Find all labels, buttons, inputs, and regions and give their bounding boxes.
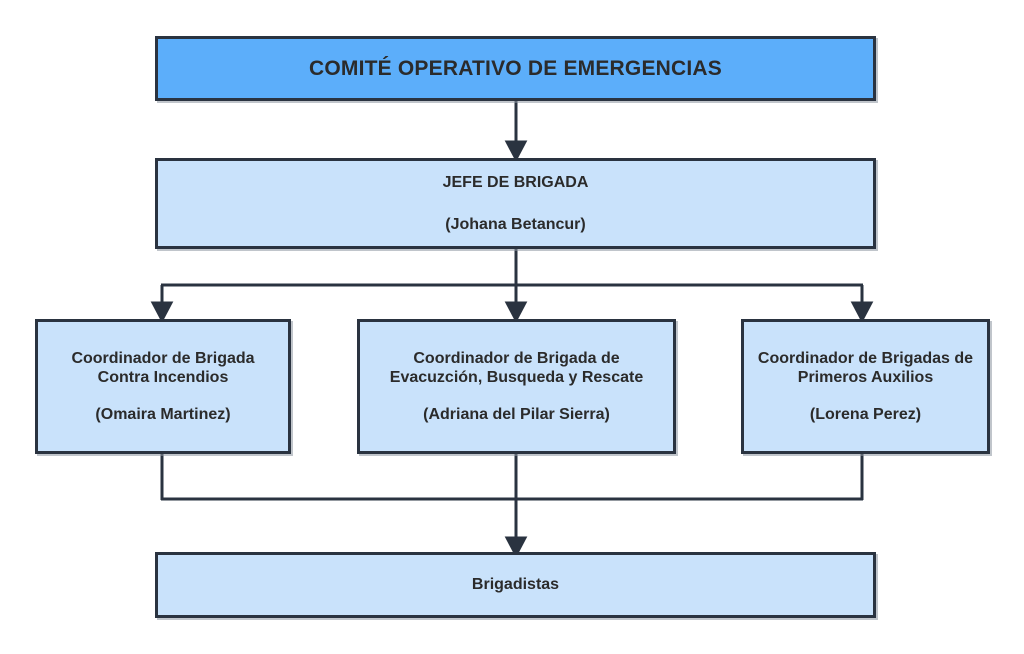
node-coord-evacuacion-title: Coordinador de Brigada de Evacuzción, Bu… [389,349,644,386]
node-brigadistas[interactable]: Brigadistas [155,552,876,618]
node-comite-operativo-de-emergencias[interactable]: COMITÉ OPERATIVO DE EMERGENCIAS [155,36,876,101]
node-coordinador-brigadas-primeros-auxilios[interactable]: Coordinador de Brigadas de Primeros Auxi… [741,319,990,454]
node-coord-auxilios-title: Coordinador de Brigadas de Primeros Auxi… [757,349,974,386]
node-jefe-de-brigada[interactable]: JEFE DE BRIGADA (Johana Betancur) [155,158,876,249]
node-coordinador-brigada-contra-incendios[interactable]: Coordinador de Brigada Contra Incendios … [35,319,291,454]
node-coord-incendios-title: Coordinador de Brigada Contra Incendios [71,349,255,386]
node-comite-title: COMITÉ OPERATIVO DE EMERGENCIAS [308,56,722,80]
connector-coordinators-to-brigadistas [160,454,864,558]
node-coord-auxilios-person: (Lorena Perez) [809,406,922,424]
node-coordinador-brigada-evacuacion-busqueda-rescate[interactable]: Coordinador de Brigada de Evacuzción, Bu… [357,319,676,454]
node-coord-evacuacion-person: (Adriana del Pilar Sierra) [423,406,610,424]
node-jefe-person: (Johana Betancur) [445,215,586,233]
connector-jefe-to-coordinators [150,249,874,323]
node-coord-incendios-person: (Omaira Martinez) [95,406,231,424]
node-jefe-title: JEFE DE BRIGADA [442,174,589,192]
node-brigadistas-title: Brigadistas [471,576,560,594]
